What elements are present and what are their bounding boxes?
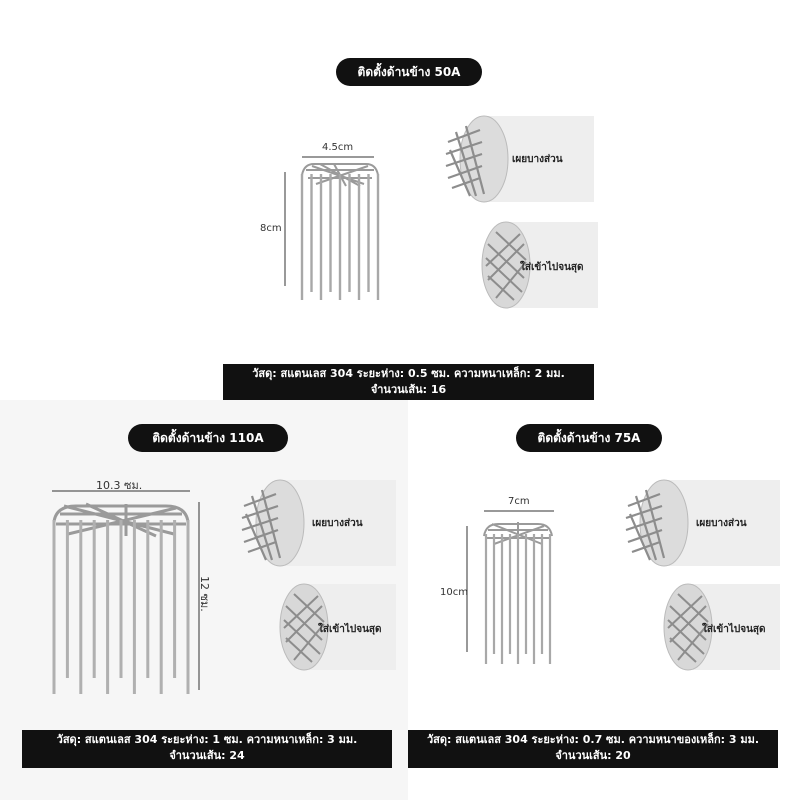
spec-box-50a: วัสดุ: สแตนเลส 304 ระยะห่าง: 0.5 ซม. ควา…	[223, 364, 594, 400]
tube-label-full-110a: ใส่เข้าไปจนสุด	[318, 622, 382, 635]
width-label-50a: 4.5cm	[322, 142, 354, 153]
width-arrow-50a	[302, 156, 374, 158]
height-arrow-110a	[198, 502, 200, 690]
tube-full-110a-image: ใส่เข้าไปจนสุด	[279, 583, 396, 671]
panel-50a-title: ติดตั้งด้านข้าง 50A	[336, 58, 482, 86]
spec-line1-75a: วัสดุ: สแตนเลส 304 ระยะห่าง: 0.7 ซม. ควา…	[426, 733, 759, 746]
tube-partial-75a-image: เผยบางส่วน	[625, 479, 780, 567]
spec-box-75a: วัสดุ: สแตนเลส 304 ระยะห่าง: 0.7 ซม. ควา…	[408, 730, 778, 768]
panel-110a-title: ติดตั้งด้านข้าง 110A	[128, 424, 288, 452]
spec-line1-50a: วัสดุ: สแตนเลส 304 ระยะห่าง: 0.5 ซม. ควา…	[252, 367, 565, 380]
tube-full-50a-image: ใส่เข้าไปจนสุด	[481, 221, 598, 309]
width-arrow-110a	[52, 490, 190, 492]
width-label-110a: 10.3 ซม.	[96, 479, 143, 492]
spec-box-110a: วัสดุ: สแตนเลส 304 ระยะห่าง: 1 ซม. ความห…	[22, 730, 392, 768]
tube-label-partial-75a: เผยบางส่วน	[696, 517, 747, 529]
strainer-50a-image	[300, 163, 380, 300]
tube-label-partial-50a: เผยบางส่วน	[512, 153, 563, 165]
tube-full-75a-image: ใส่เข้าไปจนสุด	[663, 583, 780, 671]
width-label-75a: 7cm	[508, 496, 530, 507]
spec-line2-50a: จำนวนเส้น: 16	[370, 383, 447, 396]
height-label-75a: 10cm	[440, 587, 468, 598]
panel-75a-title: ติดตั้งด้านข้าง 75A	[516, 424, 662, 452]
tube-label-full-50a: ใส่เข้าไปจนสุด	[520, 260, 584, 273]
strainer-75a-image	[483, 522, 553, 664]
tube-partial-110a-image: เผยบางส่วน	[241, 479, 396, 567]
height-arrow-75a	[466, 526, 468, 652]
width-arrow-75a	[484, 510, 554, 512]
height-arrow-50a	[284, 172, 286, 286]
strainer-110a-image	[52, 502, 190, 694]
tube-label-full-75a: ใส่เข้าไปจนสุด	[702, 622, 766, 635]
height-label-50a: 8cm	[260, 223, 282, 234]
spec-line1-110a: วัสดุ: สแตนเลส 304 ระยะห่าง: 1 ซม. ความห…	[56, 733, 358, 746]
tube-partial-50a-image: เผยบางส่วน	[445, 115, 594, 203]
tube-label-partial-110a: เผยบางส่วน	[312, 517, 363, 529]
spec-line2-75a: จำนวนเส้น: 20	[555, 749, 631, 762]
spec-line2-110a: จำนวนเส้น: 24	[169, 749, 245, 762]
